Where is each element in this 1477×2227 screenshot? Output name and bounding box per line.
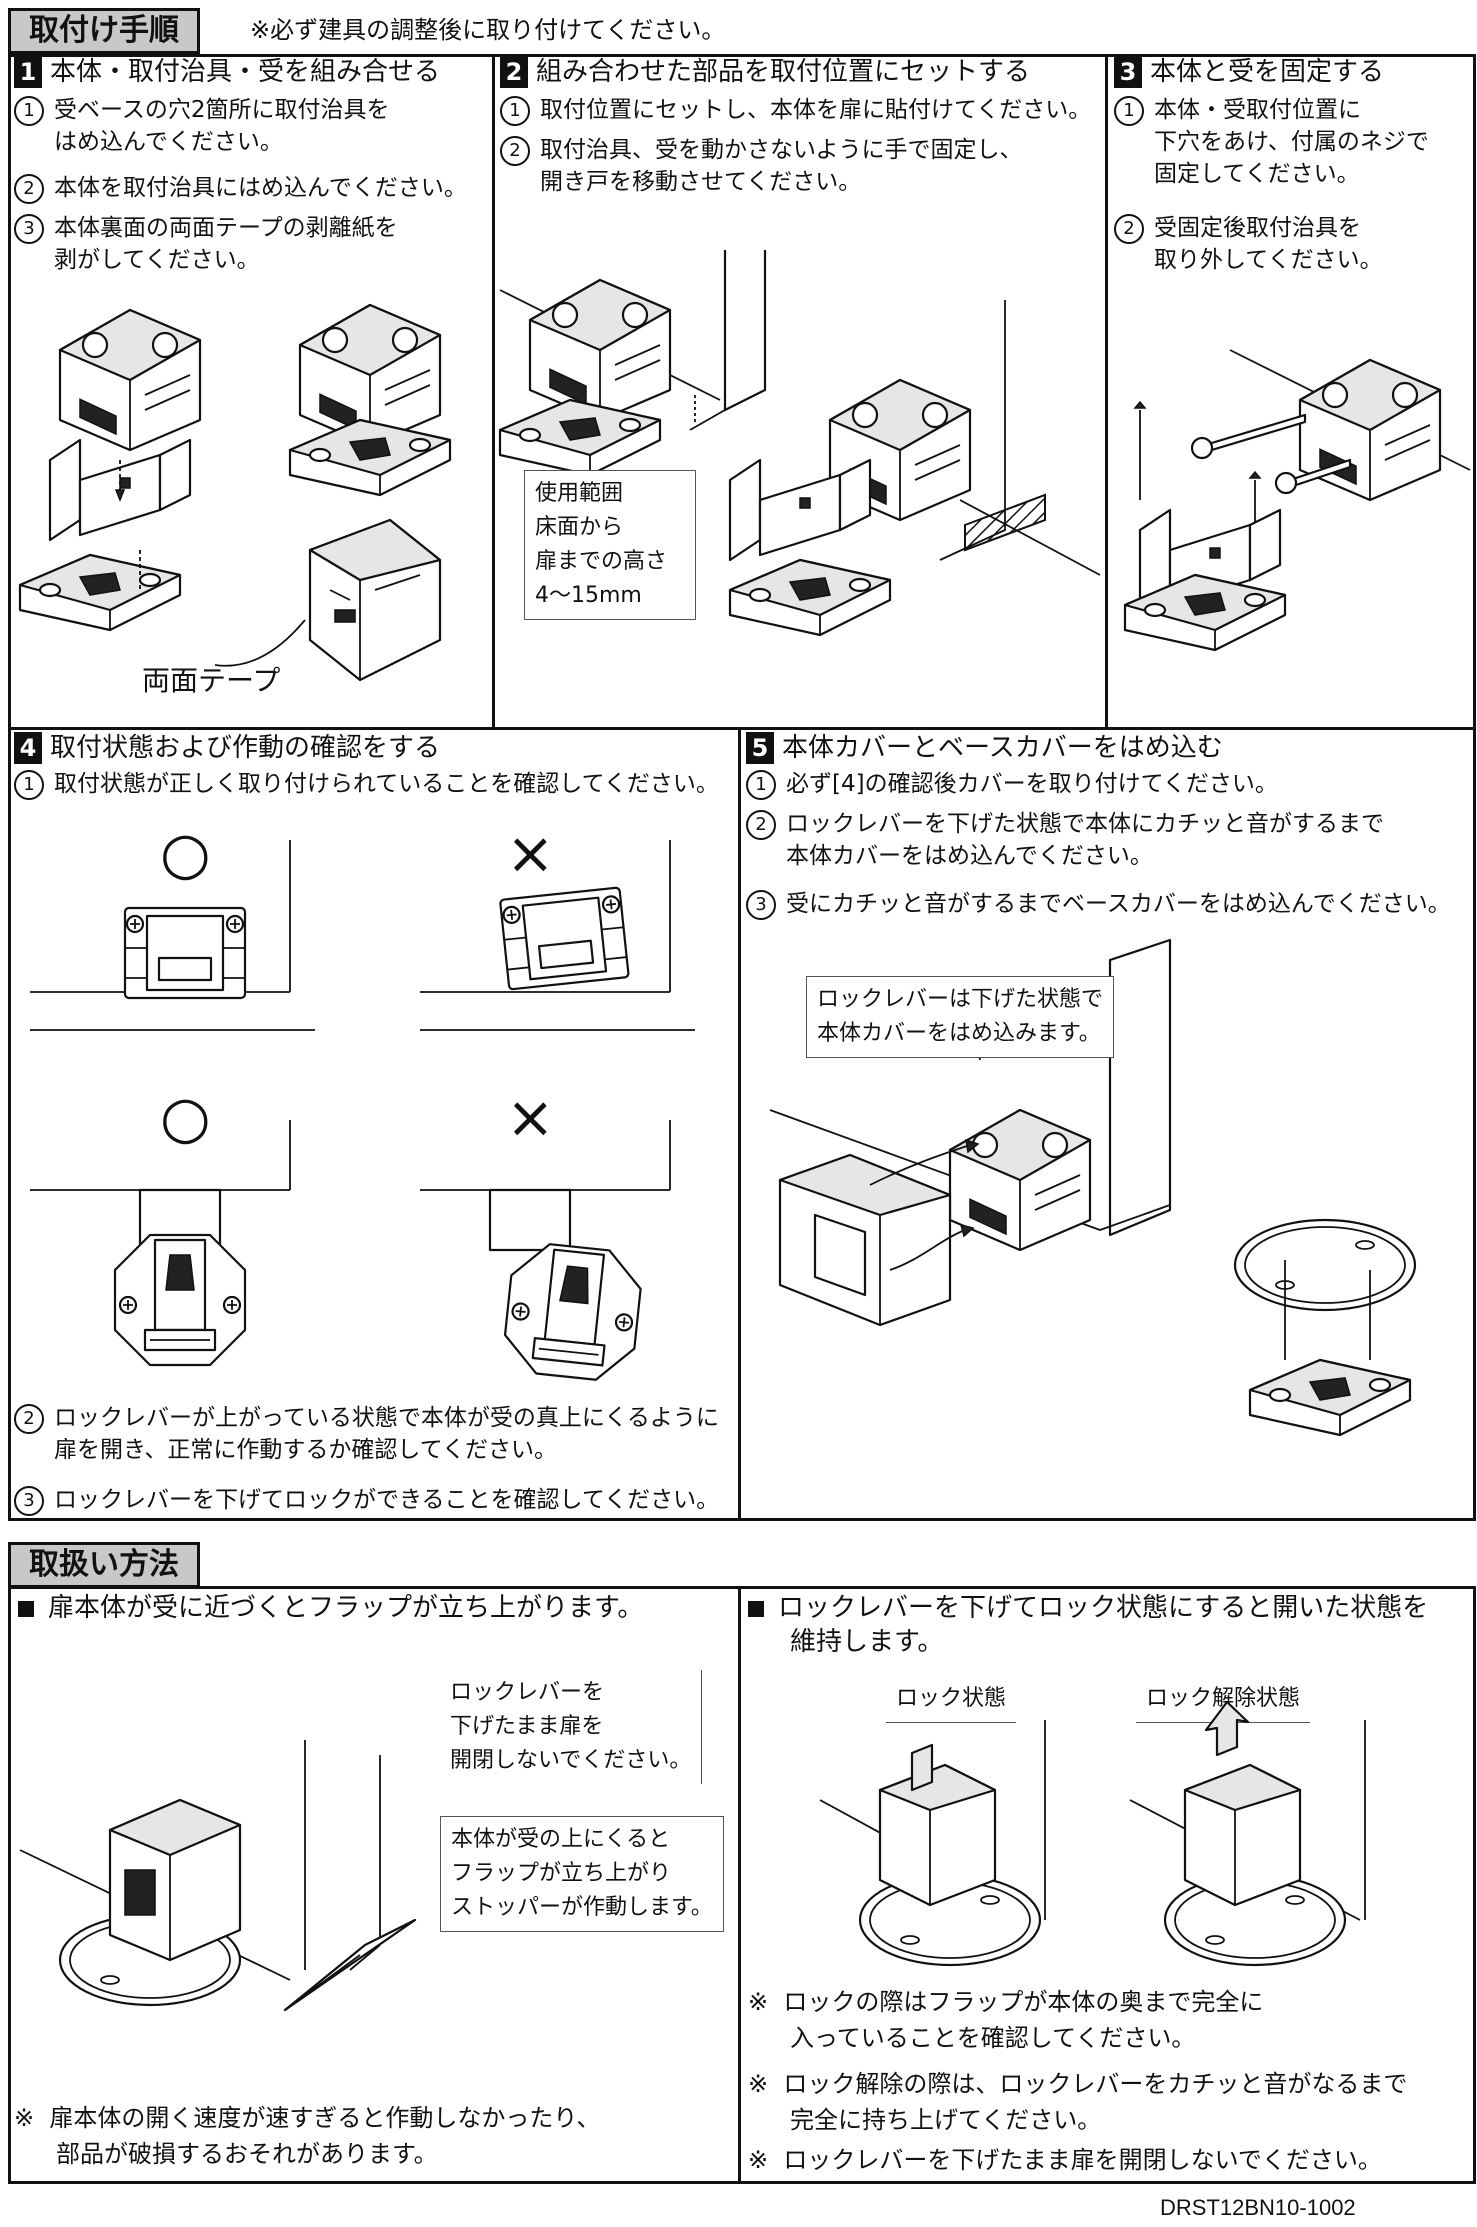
locked-label: ロック状態 (886, 1676, 1017, 1723)
panel5-illustration (770, 940, 1417, 1437)
usage-right-note2-cont: 完全に持ち上げてください。 (790, 2106, 1102, 2134)
ng-mark-1: × (506, 819, 555, 887)
usage-left-note1: ロックレバーを下げたまま扉を開閉しないでください。 (440, 1670, 703, 1784)
install-heading: 取付け手順 (8, 8, 200, 54)
usage-right-note3: ※ ロックレバーを下げたまま扉を開閉しないでください。 (748, 2146, 1382, 2174)
usage-left-illustration (20, 1740, 450, 2040)
panel2-illustration (498, 250, 1100, 637)
divider-v2 (1105, 54, 1108, 729)
ok-mark-2: ○ (160, 1083, 211, 1151)
panel5-callout: ロックレバーは下げた状態で 本体カバーをはめ込みます。 (806, 976, 1115, 1058)
usage-right-note1: ※ ロックの際はフラップが本体の奥まで完全に (748, 1988, 1264, 2016)
panel4-step2-cont: 扉を開き、正常に作動するか確認してください。 (54, 1437, 558, 1463)
usage-right-note1-cont: 入っていることを確認してください。 (790, 2024, 1196, 2052)
usage-left-warning-cont: 部品が破損するおそれがあります。 (56, 2140, 438, 2168)
panel1-step1-cont: はめ込んでください。 (54, 129, 283, 155)
usage-right-bullet: ロックレバーを下げてロック状態にすると開いた状態を (748, 1592, 1428, 1624)
tape-label: 両面テープ (142, 664, 281, 697)
range-callout: 使用範囲 床面から 扉までの高さ 4～15mm (524, 470, 696, 620)
usage-right-note2: ※ ロック解除の際は、ロックレバーをカチッと音がなるまで (748, 2070, 1408, 2098)
panel3-step1-cont1: 下穴をあけ、付属のネジで (1154, 129, 1429, 155)
panel4-illustration (30, 840, 720, 1385)
install-heading-note: ※必ず建具の調整後に取り付けてください。 (250, 16, 726, 44)
usage-heading: 取扱い方法 (8, 1542, 200, 1588)
usage-left-warning: ※ 扉本体の開く速度が速すぎると作動しなかったり、 (14, 2104, 601, 2132)
divider-h1 (8, 727, 1476, 730)
usage-divider (738, 1586, 741, 2184)
usage-left-note2: 本体が受の上にくるとフラップが立ち上がりストッパーが作動します。 (440, 1816, 724, 1932)
panel3-illustration (1123, 330, 1470, 652)
panel5-step2-cont: 本体カバーをはめ込んでください。 (786, 843, 1153, 869)
divider-v1 (492, 54, 495, 729)
install-frame (8, 54, 1476, 1521)
usage-right-illustration (800, 1720, 1440, 1967)
divider-v3 (738, 727, 741, 1521)
panel1-step3-cont: 剥がしてください。 (54, 247, 260, 273)
panel2-step2-cont: 開き戸を移動させてください。 (540, 169, 862, 195)
usage-frame (8, 1586, 1476, 2184)
usage-right-bullet-cont: 維持します。 (790, 1627, 944, 1657)
ok-mark-1: ○ (160, 819, 211, 887)
doc-code: DRST12BN10-1002 (1160, 2195, 1356, 2220)
usage-left-bullet: 扉本体が受に近づくとフラップが立ち上がります。 (18, 1592, 643, 1624)
ng-mark-2: × (506, 1083, 555, 1151)
panel3-step1-cont2: 固定してください。 (1154, 161, 1360, 187)
panel1-illustration (18, 303, 452, 720)
panel3-step2-cont: 取り外してください。 (1154, 247, 1383, 273)
